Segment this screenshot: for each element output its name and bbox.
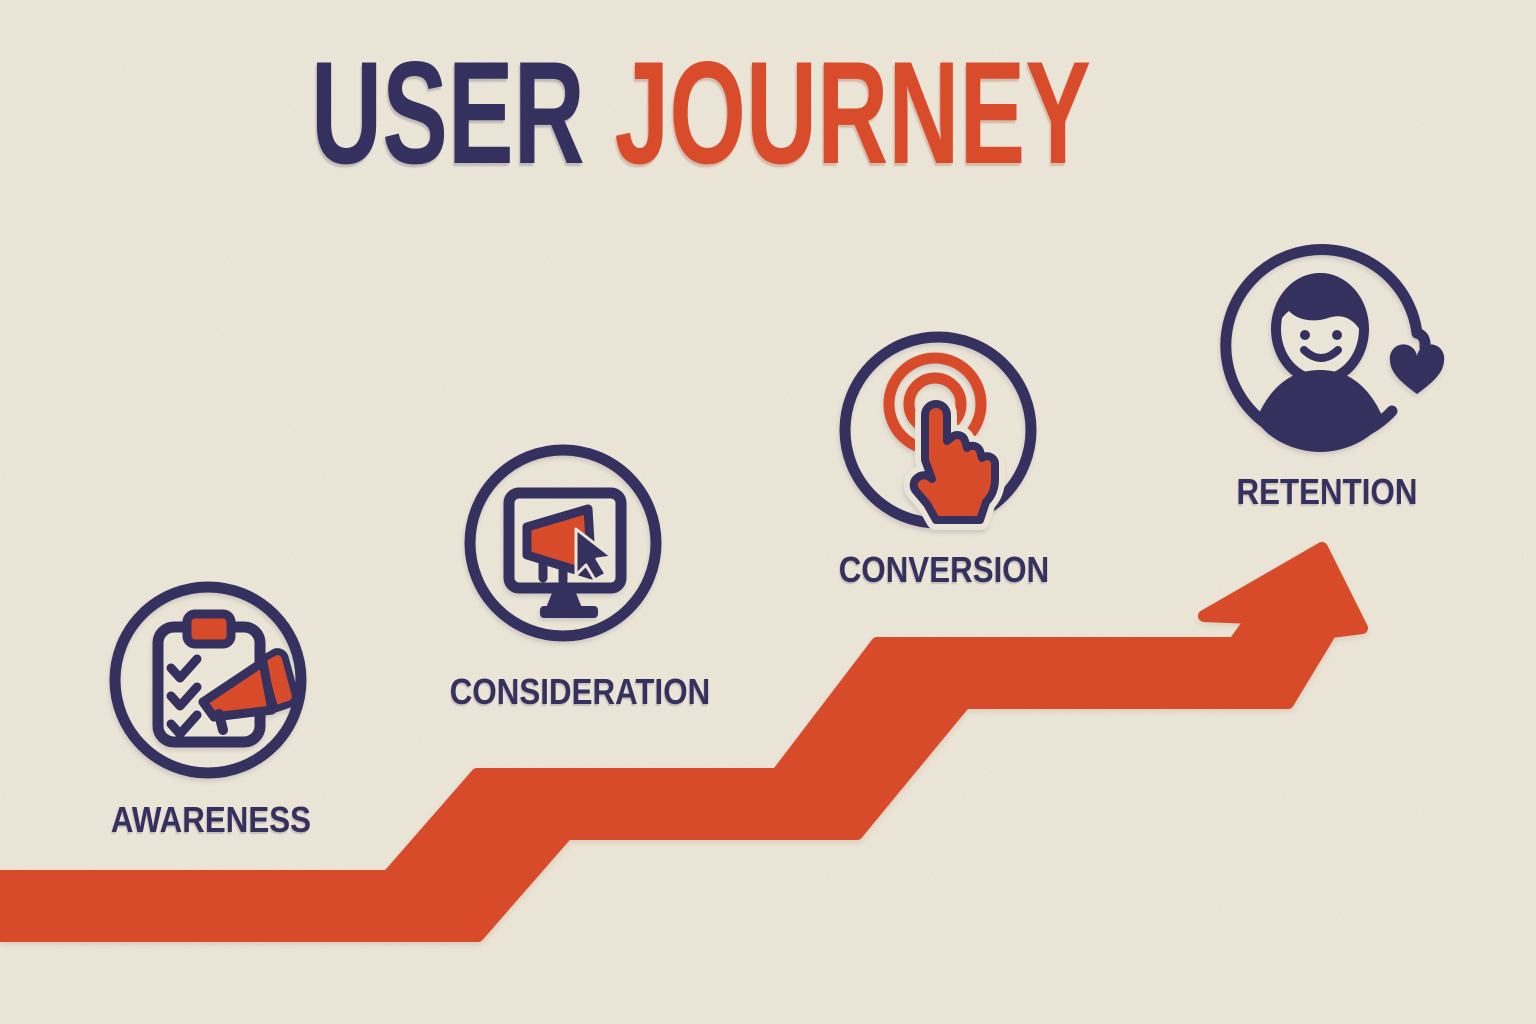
stage-label: RETENTION bbox=[1236, 471, 1418, 512]
stage-label: AWARENESS bbox=[110, 799, 312, 840]
tap-target-hand-icon bbox=[839, 331, 1037, 530]
clipboard-checklist-megaphone-icon bbox=[109, 581, 307, 779]
stage-label: CONSIDERATION bbox=[449, 671, 711, 712]
title-word-user: USER bbox=[311, 31, 585, 194]
monitor-megaphone-cursor-icon bbox=[464, 444, 662, 642]
customer-heart-loop-icon bbox=[1220, 244, 1445, 452]
stage-label: CONVERSION bbox=[838, 549, 1050, 590]
title-word-journey: JOURNEY bbox=[614, 31, 1091, 194]
